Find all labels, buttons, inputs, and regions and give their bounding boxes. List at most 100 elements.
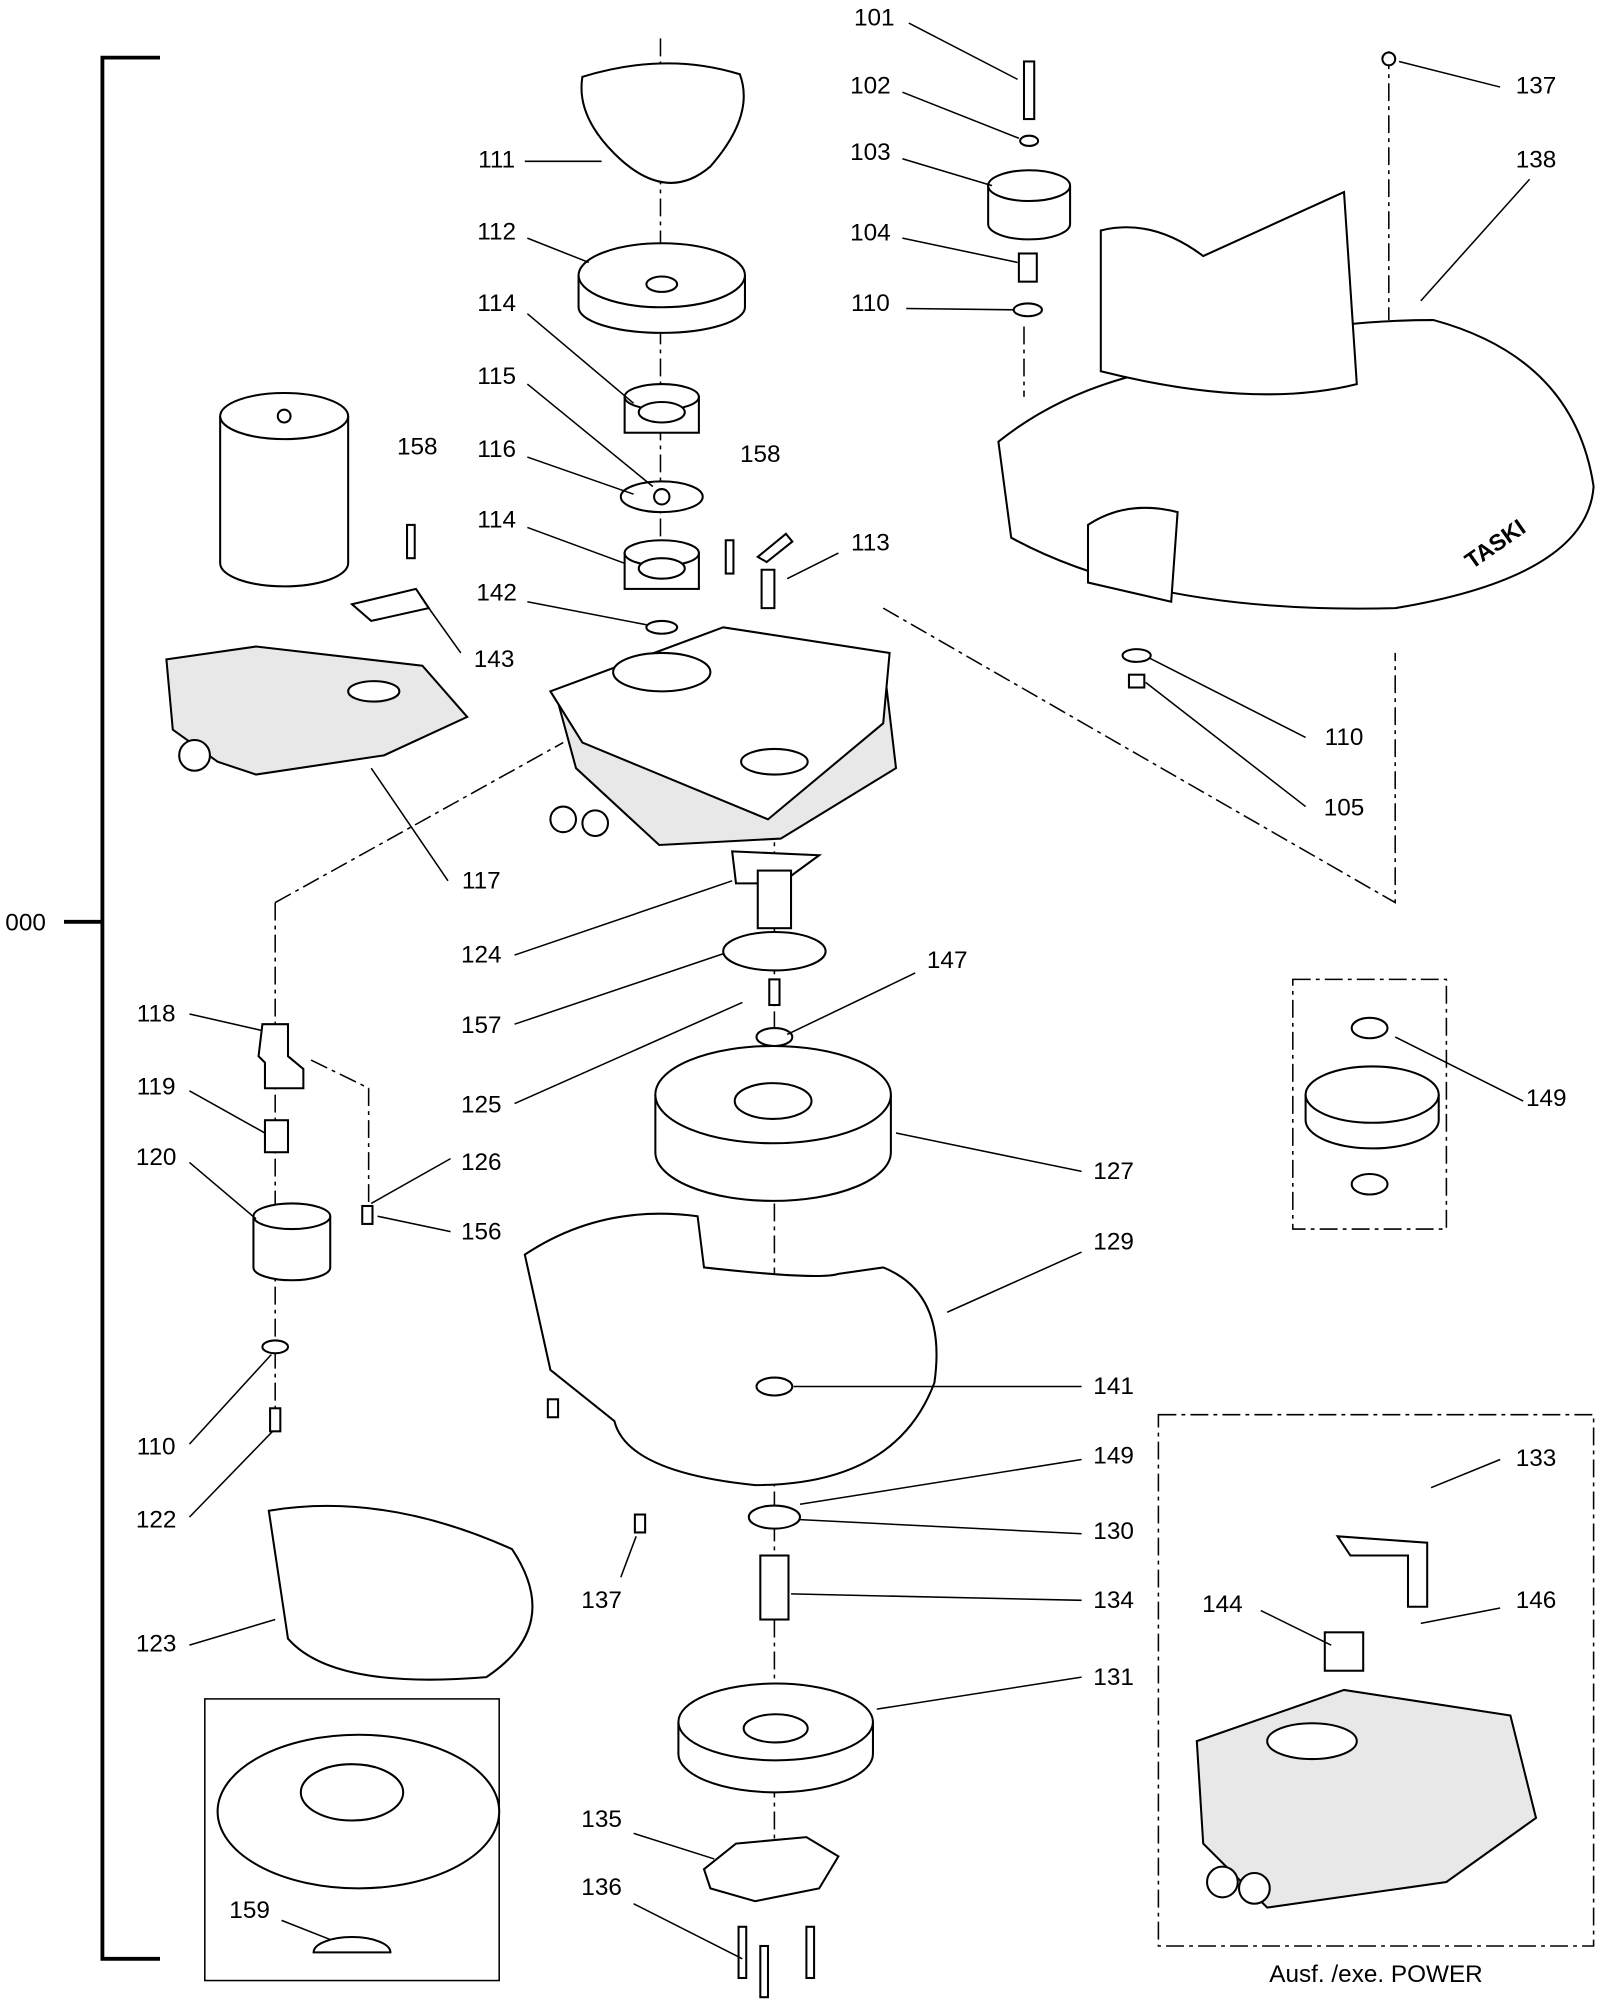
part-label-146: 146 (1516, 1587, 1557, 1614)
motor-mount-frame (165, 645, 469, 776)
bracket-143 (349, 587, 431, 623)
leader-line-133 (1430, 1458, 1501, 1489)
part-label-147: 147 (927, 947, 968, 974)
part-label-158: 158 (397, 433, 438, 460)
pulley-112 (577, 242, 746, 334)
cover-138: TASKI (997, 190, 1595, 610)
leader-line-143 (428, 607, 462, 654)
leader-line-110 (906, 307, 1014, 311)
part-label-110: 110 (1325, 724, 1364, 751)
bearing-114-upper (623, 383, 700, 434)
part-label-127: 127 (1093, 1158, 1134, 1185)
part-labels: 1011021031041101371381111121141151161141… (136, 5, 1567, 1924)
part-label-141: 141 (1093, 1373, 1134, 1400)
part-label-130: 130 (1093, 1518, 1134, 1545)
leader-line-129 (946, 1251, 1082, 1313)
bearing-114-lower (623, 539, 700, 590)
part-label-142: 142 (476, 579, 517, 606)
part-label-133: 133 (1516, 1445, 1557, 1472)
clutch-147 (755, 1027, 794, 1047)
part-label-115: 115 (477, 363, 516, 390)
leader-line-120 (188, 1161, 257, 1220)
variant-caption: Ausf. /exe. POWER (1269, 1961, 1482, 1988)
screw-125 (768, 978, 781, 1007)
part-label-149: 149 (1093, 1442, 1134, 1469)
coupling-134 (759, 1554, 790, 1621)
part-label-137: 137 (581, 1587, 622, 1614)
screw-122 (269, 1407, 282, 1433)
part-label-112: 112 (477, 218, 516, 245)
washer-110-left (261, 1339, 290, 1355)
leader-line-118 (189, 1013, 263, 1032)
part-label-122: 122 (136, 1506, 177, 1533)
leader-line-123 (189, 1618, 276, 1646)
leader-line-144 (1260, 1609, 1332, 1646)
washer-110-right (1121, 648, 1152, 663)
part-label-114: 114 (477, 290, 516, 317)
part-label-157: 157 (461, 1012, 502, 1039)
part-label-137: 137 (1516, 72, 1557, 99)
belt-111 (580, 62, 745, 184)
leader-line-103 (902, 158, 993, 187)
part-label-144: 144 (1202, 1591, 1243, 1618)
screw-guard (546, 1398, 560, 1419)
leader-line-156 (377, 1215, 451, 1233)
buffer-103 (987, 169, 1072, 241)
assembly-bracket: 000 (5, 55, 160, 1961)
sensor-144 (1323, 1631, 1365, 1672)
bolt-101 (1022, 60, 1036, 121)
leader-line-126 (370, 1157, 451, 1205)
part-label-138: 138 (1516, 147, 1557, 174)
guard-129 (523, 1212, 938, 1487)
part-label-113: 113 (851, 530, 890, 557)
retaining-plate-116 (619, 480, 704, 514)
nut-105 (1127, 673, 1146, 689)
part-label-129: 129 (1093, 1229, 1134, 1256)
leader-line-112 (527, 237, 590, 264)
leader-line-114 (527, 526, 625, 565)
hub-127 (654, 1044, 892, 1202)
part-label-159: 159 (229, 1897, 270, 1924)
leader-line-102 (902, 91, 1020, 139)
screw-158-left (406, 523, 416, 560)
leader-line-135 (633, 1832, 715, 1860)
part-label-111: 111 (478, 147, 515, 174)
leader-line-113 (786, 552, 839, 580)
part-label-103: 103 (850, 139, 891, 166)
leader-line-149 (1394, 1036, 1524, 1102)
inset-149 (1292, 978, 1448, 1230)
plate-157 (722, 931, 827, 972)
leader-line-159 (281, 1919, 331, 1941)
leader-line-101 (908, 22, 1018, 81)
part-label-149: 149 (1526, 1085, 1567, 1112)
part-label-123: 123 (136, 1631, 177, 1658)
leader-line-114 (526, 313, 635, 404)
part-label-105: 105 (1324, 795, 1365, 822)
part-label-117: 117 (462, 867, 501, 894)
part-label-134: 134 (1093, 1587, 1134, 1614)
leader-line-105 (1145, 681, 1307, 808)
motor (219, 392, 350, 588)
washer-102 (1019, 134, 1040, 147)
motor-frame (548, 626, 898, 847)
flange-124 (730, 850, 823, 930)
leader-line-122 (188, 1430, 274, 1518)
leader-line-142 (527, 600, 647, 626)
leader-line-127 (895, 1132, 1082, 1173)
screw-137-top (1381, 51, 1397, 67)
leader-line-138 (1420, 178, 1531, 302)
leader-line-125 (514, 1001, 743, 1105)
part-label-156: 156 (461, 1218, 502, 1245)
spacer-104 (1017, 252, 1038, 283)
leader-line-119 (189, 1090, 266, 1134)
part-label-136: 136 (581, 1874, 622, 1901)
leader-line-157 (514, 953, 724, 1025)
washer-110-top (1012, 302, 1043, 318)
leader-line-116 (527, 456, 634, 495)
leader-line-115 (526, 383, 654, 488)
part-label-125: 125 (461, 1092, 502, 1119)
leader-line-110 (188, 1353, 272, 1445)
roller-120 (252, 1202, 332, 1282)
part-label-135: 135 (581, 1806, 622, 1833)
